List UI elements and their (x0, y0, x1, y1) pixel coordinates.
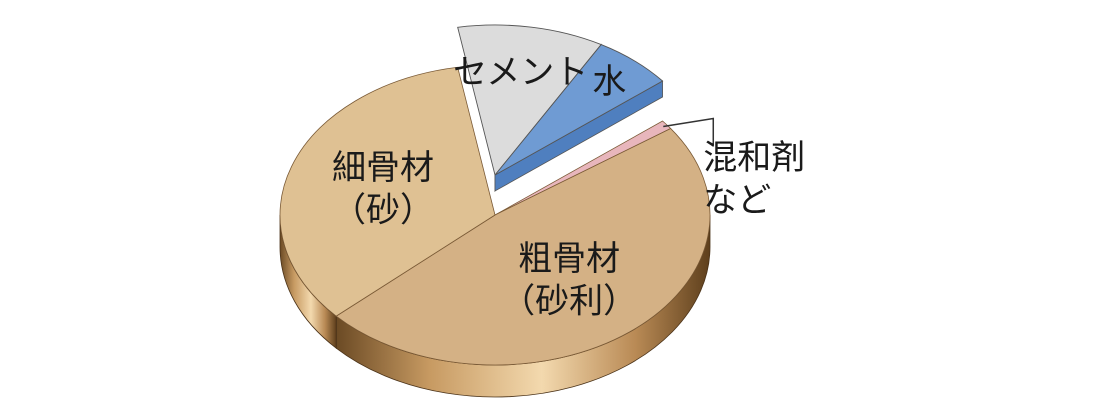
slice-label-3-0: 粗骨材 (518, 239, 620, 279)
pie-slice-3 (335, 128, 711, 366)
slice-label-2-1: など (703, 181, 771, 221)
slice-label-4-0: 細骨材 (332, 148, 434, 188)
slice-label-4-1: （砂） (332, 191, 434, 231)
pie-slice-0 (457, 24, 602, 176)
slice-label-1-0: 水 (592, 62, 626, 102)
callout-line (663, 117, 715, 147)
slice-label-3-1: （砂利） (501, 281, 637, 321)
slice-label-0-0: セメント (453, 52, 588, 92)
pie-slice-4 (279, 66, 496, 317)
slice-label-2-0: 混和剤 (703, 138, 805, 178)
pie-slice-1 (494, 44, 664, 176)
